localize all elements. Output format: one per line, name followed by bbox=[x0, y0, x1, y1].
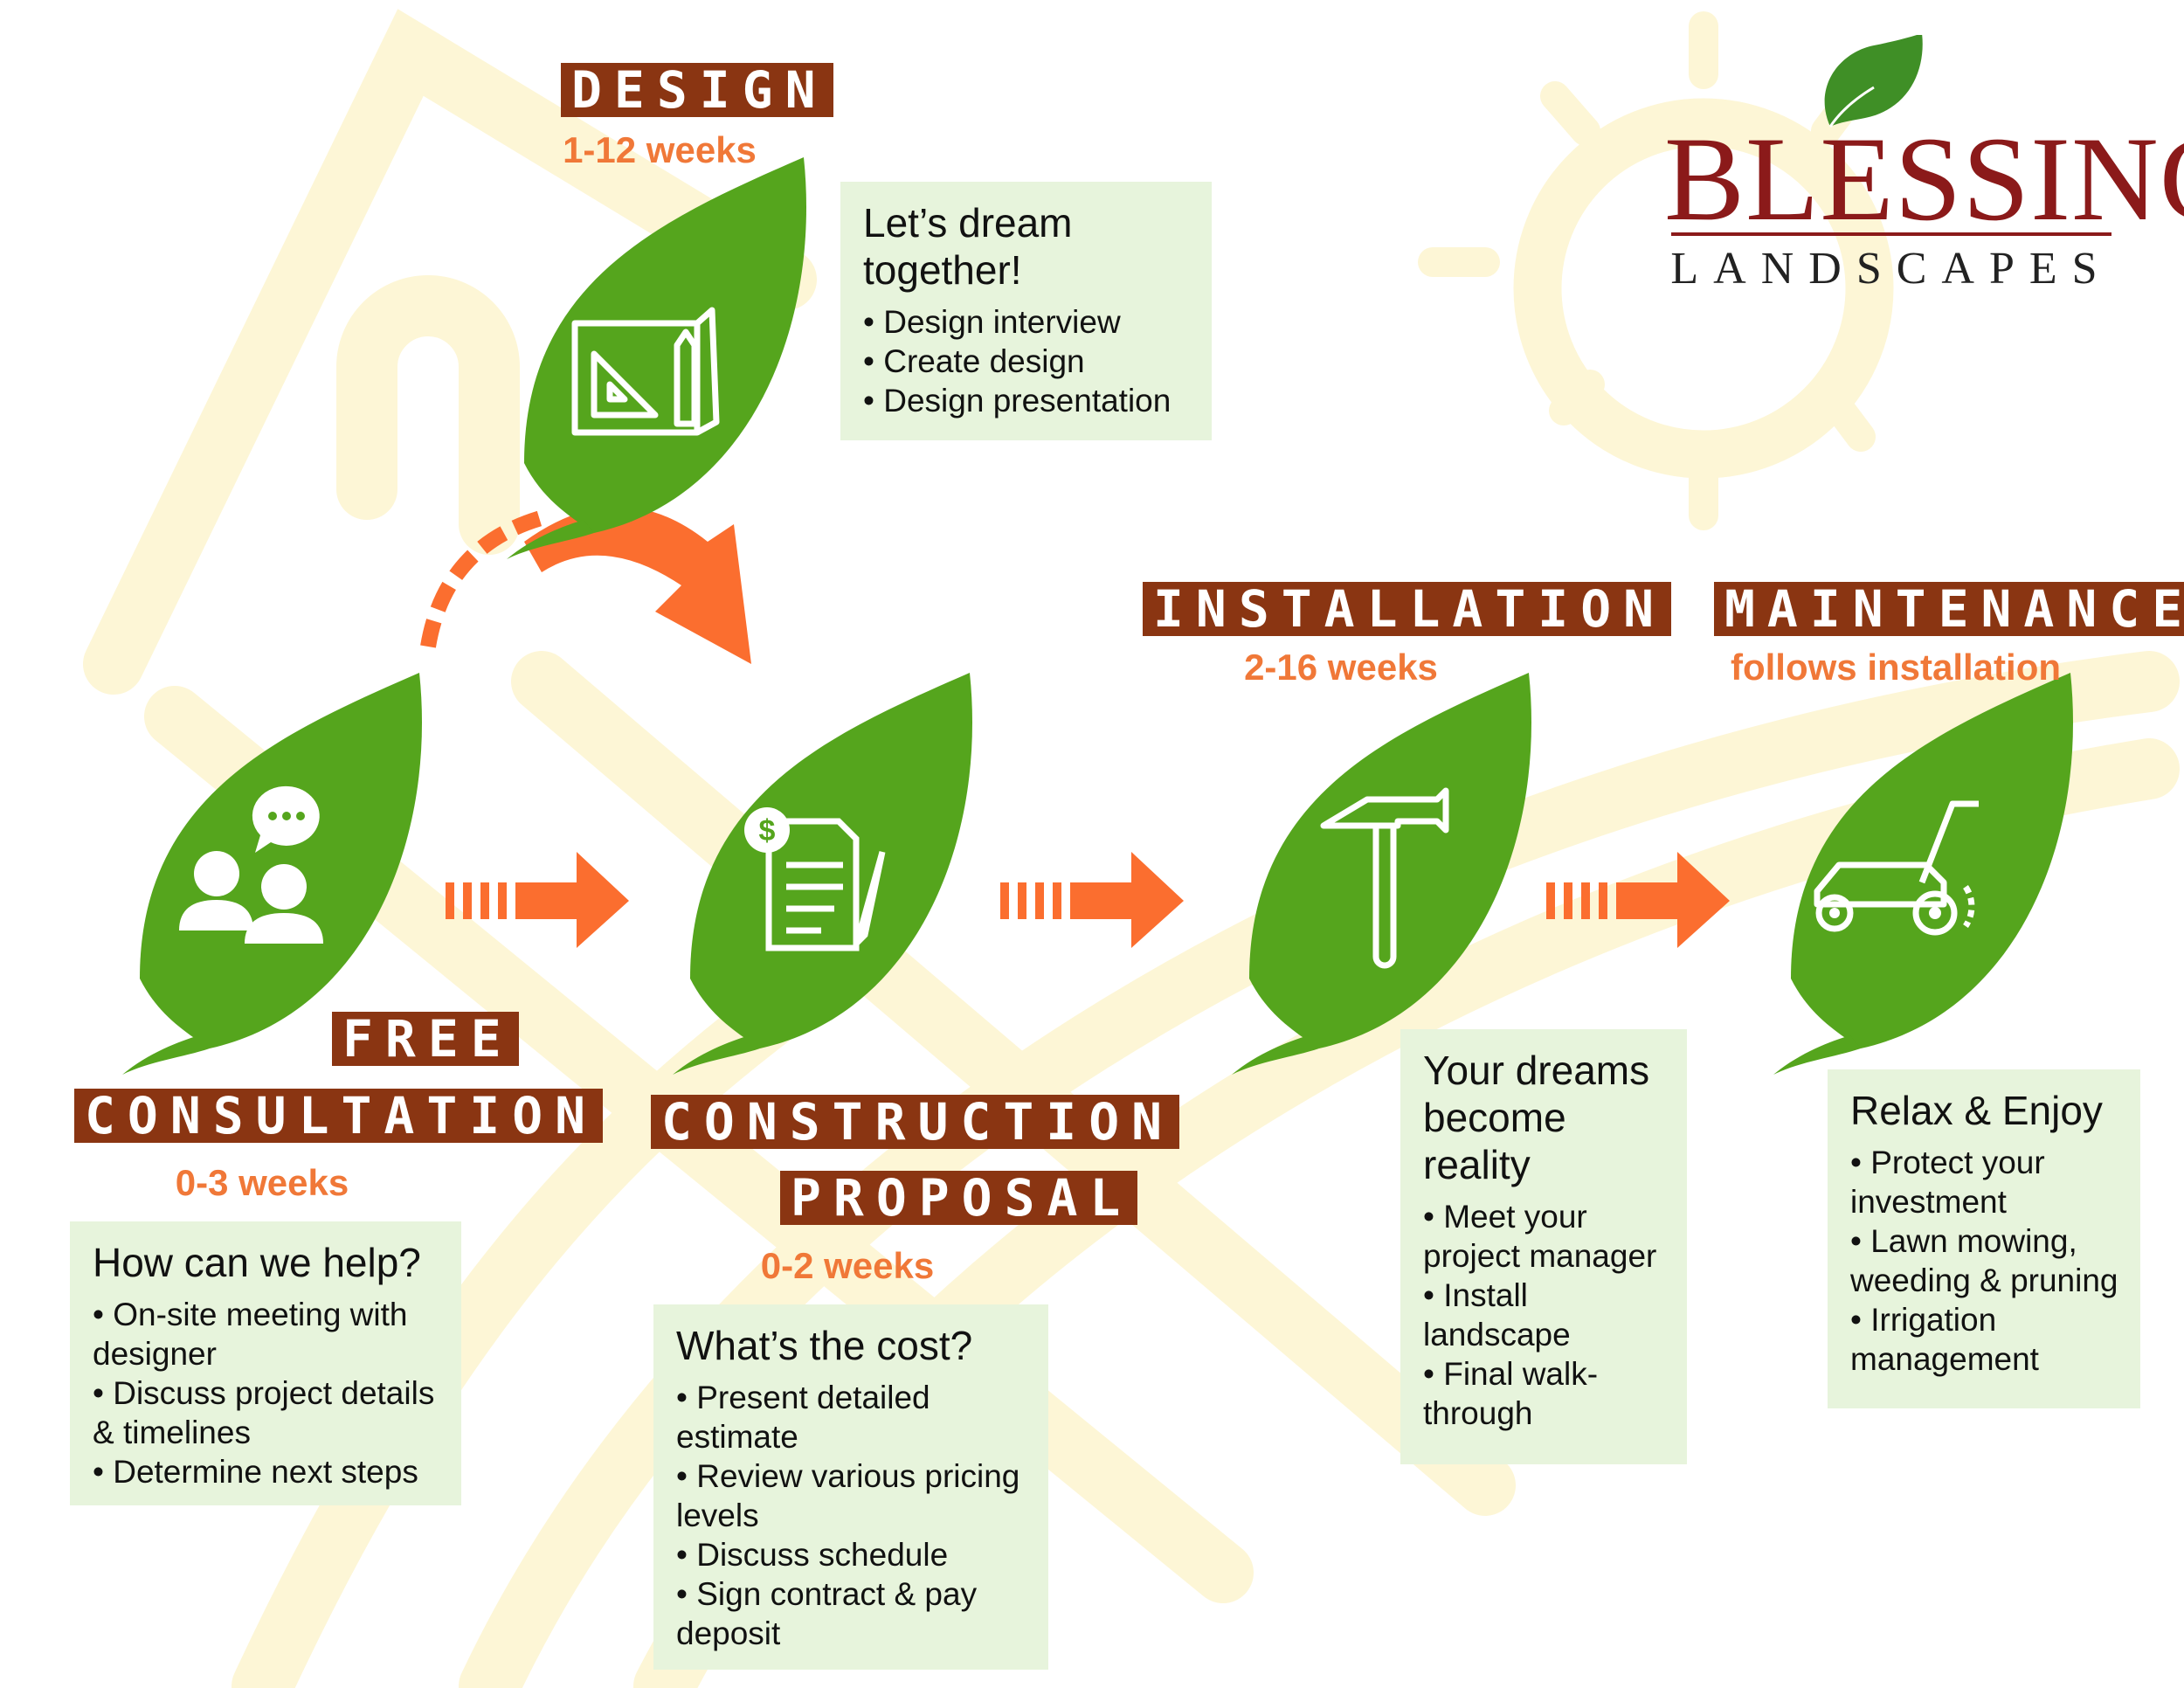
leaf-consultation bbox=[122, 673, 422, 1075]
logo: BLESSING LANDSCAPES bbox=[1664, 35, 2184, 297]
brand-divider bbox=[1671, 232, 2111, 236]
card-proposal: What’s the cost? Present detailed estima… bbox=[653, 1304, 1048, 1670]
list-item: Install landscape bbox=[1423, 1276, 1668, 1354]
stage-title-construction: CONSTRUCTION bbox=[651, 1095, 1180, 1149]
list-item: Irrigation management bbox=[1850, 1300, 2121, 1379]
list-item: Present detailed estimate bbox=[676, 1378, 1029, 1456]
svg-text:$: $ bbox=[759, 814, 776, 847]
people-chat-icon bbox=[179, 785, 323, 944]
stage-duration-maintenance: follows installation bbox=[1730, 647, 2062, 688]
list-item: Determine next steps bbox=[93, 1452, 442, 1491]
list-item: Discuss schedule bbox=[676, 1535, 1029, 1574]
card-heading: How can we help? bbox=[93, 1240, 421, 1285]
list-item: Design presentation bbox=[863, 381, 1192, 420]
list-item: Final walk-through bbox=[1423, 1354, 1668, 1433]
stage-title-design: DESIGN bbox=[561, 63, 833, 117]
stage-title-consultation: CONSULTATION bbox=[74, 1089, 604, 1143]
stage-duration-design: 1-12 weeks bbox=[563, 129, 757, 170]
card-heading: Let’s dream together! bbox=[863, 200, 1073, 293]
list-item: Sign contract & pay deposit bbox=[676, 1574, 1029, 1653]
card-design: Let’s dream together! Design interview C… bbox=[840, 182, 1212, 440]
contract-icon: $ bbox=[744, 807, 886, 951]
leaf-design bbox=[507, 157, 806, 559]
stage-title-installation: INSTALLATION bbox=[1143, 582, 1672, 636]
card-maintenance: Relax & Enjoy Protect your investment La… bbox=[1828, 1069, 2140, 1408]
leaf-proposal bbox=[673, 673, 972, 1075]
arrow-right-icon bbox=[1000, 852, 1184, 948]
blueprint-icon bbox=[571, 307, 720, 436]
list-item: Lawn mowing, weeding & pruning bbox=[1850, 1221, 2121, 1300]
stage-title-free: FREE bbox=[332, 1012, 519, 1066]
curved-arrow-icon bbox=[420, 507, 751, 664]
leaf-icon bbox=[1824, 35, 1923, 128]
list-item: Review various pricing levels bbox=[676, 1456, 1029, 1535]
list-item: Protect your investment bbox=[1850, 1143, 2121, 1221]
list-item: Create design bbox=[863, 342, 1192, 381]
stage-duration-consultation: 0-3 weeks bbox=[175, 1162, 349, 1203]
list-item: Design interview bbox=[863, 302, 1192, 342]
list-item: Meet your project manager bbox=[1423, 1197, 1668, 1276]
brand-subtitle: LANDSCAPES bbox=[1670, 244, 2112, 294]
card-installation: Your dreams become reality Meet your pro… bbox=[1400, 1029, 1687, 1464]
stage-duration-installation: 2-16 weeks bbox=[1244, 647, 1438, 688]
stage-title-maintenance: MAINTENANCE bbox=[1714, 582, 2184, 636]
list-item: Discuss project details & timelines bbox=[93, 1373, 442, 1452]
hammer-icon bbox=[1320, 787, 1449, 969]
card-heading: Relax & Enjoy bbox=[1850, 1088, 2103, 1133]
lawn-mower-icon bbox=[1814, 800, 1979, 936]
card-consultation: How can we help? On-site meeting with de… bbox=[70, 1221, 461, 1505]
stage-title-proposal: PROPOSAL bbox=[780, 1171, 1138, 1225]
card-heading: Your dreams become reality bbox=[1423, 1048, 1650, 1187]
brand-name: BLESSING bbox=[1664, 112, 2184, 246]
arrow-right-icon bbox=[446, 852, 629, 948]
arrow-right-icon bbox=[1546, 852, 1730, 948]
stage-duration-proposal: 0-2 weeks bbox=[760, 1245, 935, 1286]
list-item: On-site meeting with designer bbox=[93, 1295, 442, 1373]
card-heading: What’s the cost? bbox=[676, 1323, 973, 1368]
